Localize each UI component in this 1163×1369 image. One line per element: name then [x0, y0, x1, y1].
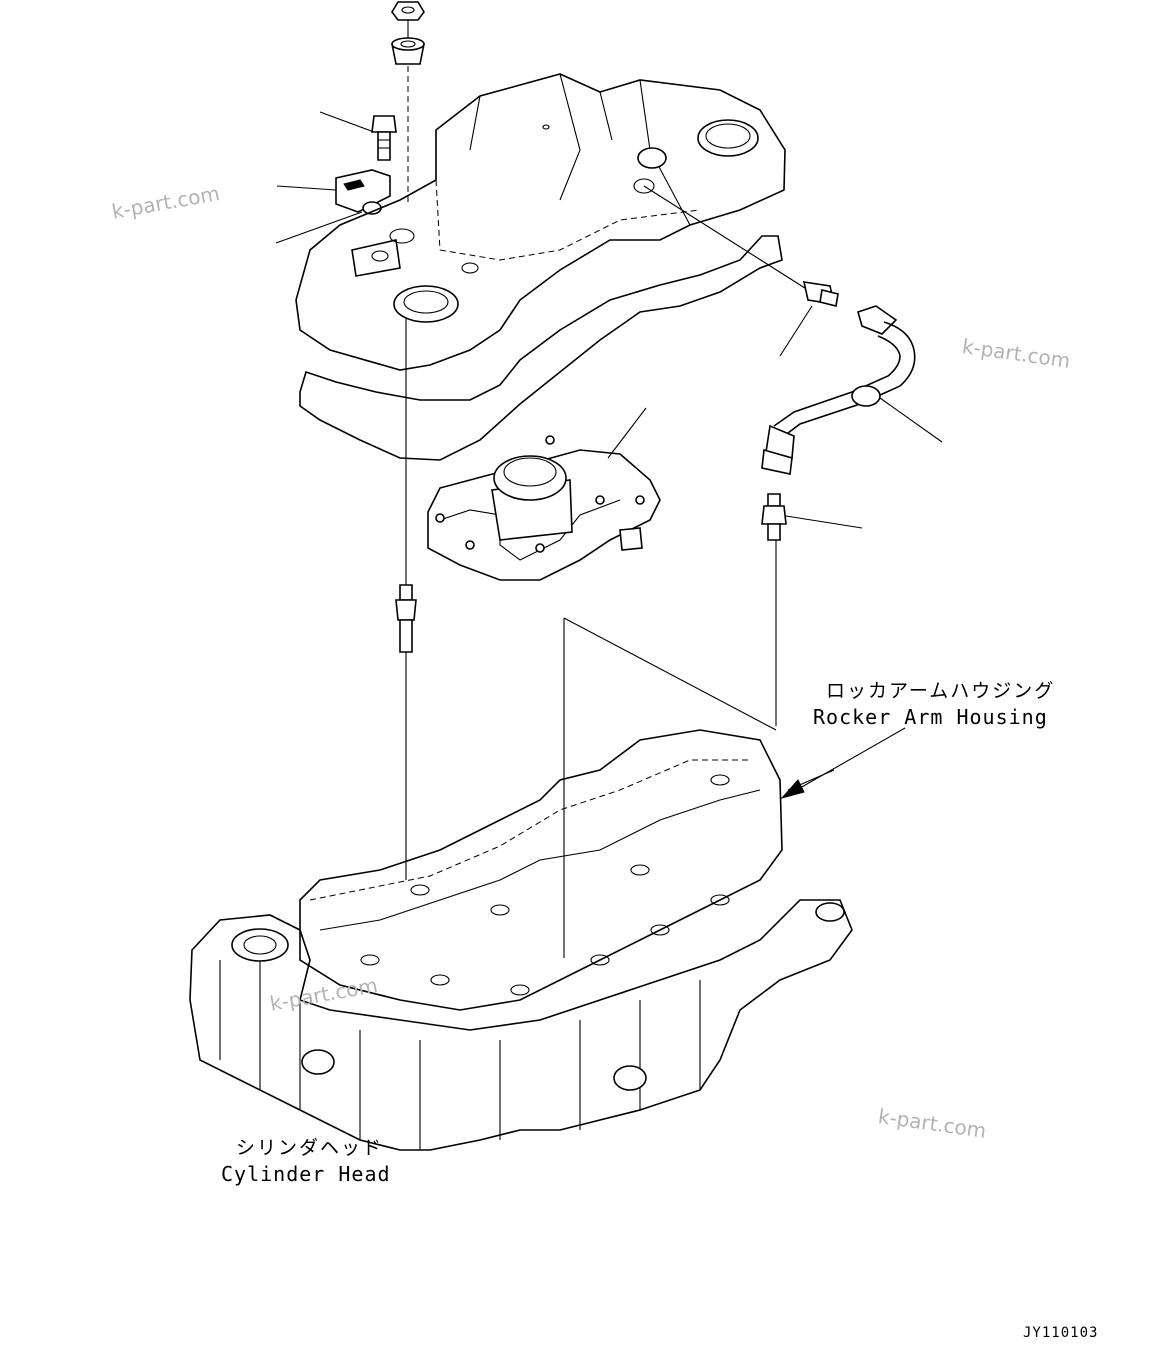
stud — [395, 584, 417, 653]
hose-fitting — [761, 493, 863, 541]
pressure-sensor — [275, 169, 391, 244]
housing-arrow — [780, 727, 906, 799]
breather-hose — [761, 305, 943, 475]
cylinder-head-label-en: Cylinder Head — [221, 1162, 391, 1186]
drawing-code: JY110103 — [1023, 1325, 1099, 1341]
top-washer — [391, 37, 425, 65]
cover-gasket — [299, 235, 783, 461]
breather-fitting — [779, 281, 839, 357]
sensor-bolt — [319, 111, 397, 161]
rocker-arm-housing-label-jp: ロッカアームハウジング — [826, 680, 1056, 702]
rocker-arm-housing-label-en: Rocker Arm Housing — [813, 705, 1048, 729]
rocker-arm-housing — [299, 729, 835, 1011]
oil-separator — [427, 407, 661, 581]
cylinder-head-label-jp: シリンダヘッド — [236, 1137, 384, 1159]
cylinder-head-cover — [295, 73, 786, 371]
cylinder-head — [189, 774, 853, 1151]
top-nut — [391, 1, 425, 21]
